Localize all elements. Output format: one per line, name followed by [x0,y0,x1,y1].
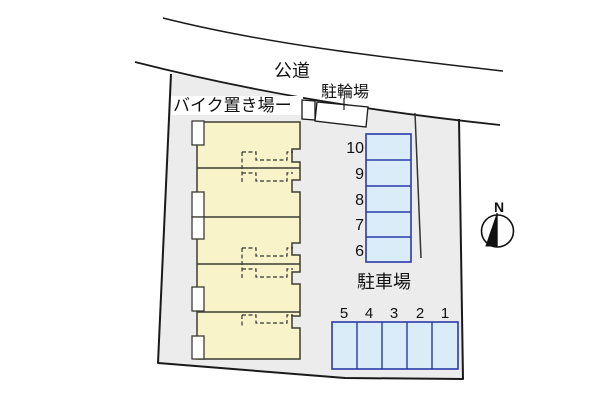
building-outline [196,121,301,360]
building-unit-dividers [197,167,300,313]
road-upper-line [162,17,504,72]
stairs-dashed [242,268,293,278]
building-porch [191,191,205,218]
building-porch [191,335,205,360]
stairs-dashed [242,151,293,161]
building-porch [191,216,205,240]
parking-spot-number: 10 [346,140,364,157]
building-porch [191,286,205,312]
bike-storage-rect [301,99,316,121]
building-porches [191,120,205,360]
compass-needle [485,213,498,247]
building-stairs [241,151,293,328]
stairs-dashed [242,172,293,182]
parking-lot-label: 駐車場 [357,272,411,292]
public-road-label: 公道 [274,61,310,81]
building-porch [191,120,205,146]
stairs-dashed [242,314,293,324]
parking-spot-number: 4 [365,305,373,322]
parking-spot-number: 8 [355,192,364,209]
bike-storage-label: バイク置き場ー [173,96,292,115]
parking-spot-number: 2 [416,305,424,322]
parking-spot-number: 7 [355,217,364,234]
parking-column-outline [365,133,412,263]
parking-spot-number: 6 [355,243,364,260]
parking-column: 10 9 8 7 6 [346,133,412,263]
compass: N [480,199,515,248]
parking-spot-number: 9 [355,166,364,183]
parking-row-outline [331,321,459,370]
parking-spot-number: 3 [390,305,398,322]
road-lower-line [134,61,501,126]
parking-row: 5 4 3 2 1 [331,305,459,370]
stairs-dashed [242,247,293,257]
parking-spot-number: 5 [340,305,348,322]
compass-north-label: N [494,199,504,215]
bike-storage-label-box [171,96,303,115]
bicycle-parking-rect [314,101,369,128]
bicycle-parking-label: 駐輪場 [321,83,369,101]
parking-spot-number: 1 [441,305,449,322]
driveway-edge-line [414,112,422,259]
site-boundary [157,73,464,380]
